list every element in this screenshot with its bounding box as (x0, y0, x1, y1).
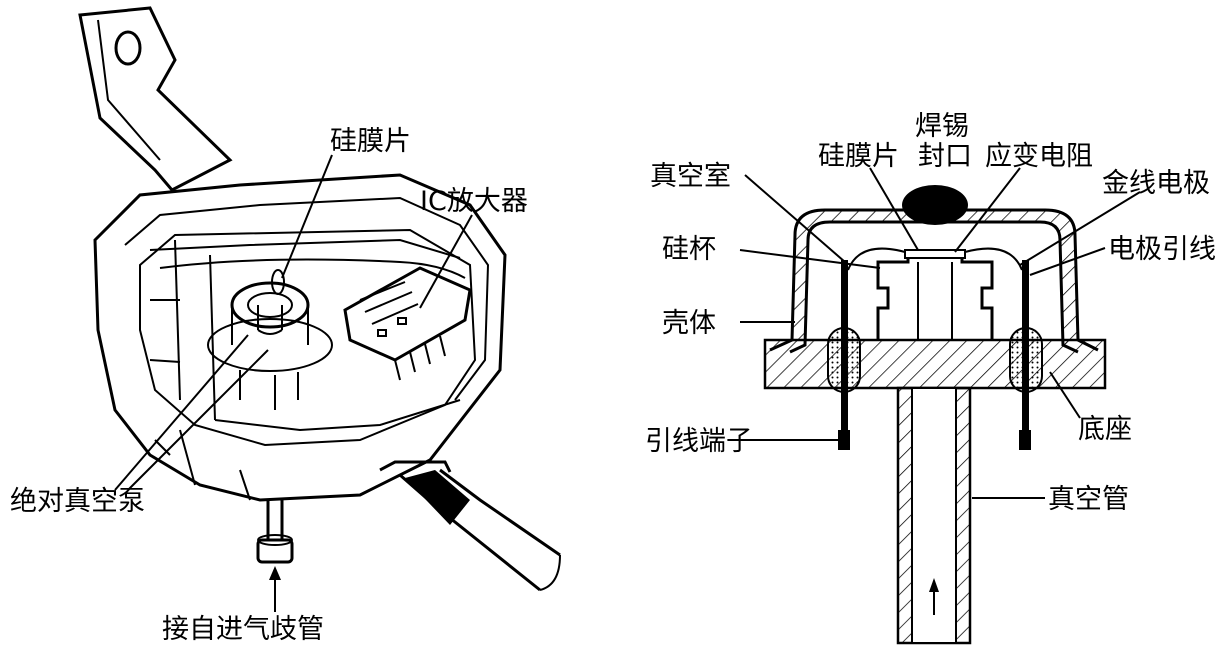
label-housing: 壳体 (662, 308, 716, 339)
label-solder-seal-line1: 焊锡 (915, 111, 969, 142)
map-sensor-illustration (78, 6, 561, 612)
housing-shell (769, 208, 1099, 352)
label-from-intake-manifold: 接自进气歧管 (162, 614, 324, 645)
label-electrode-lead: 电极引线 (1108, 234, 1216, 265)
base-plate (763, 338, 1107, 390)
bracket-hole (114, 30, 142, 66)
gold-wire-right (964, 247, 1023, 271)
label-vacuum-chamber: 真空室 (650, 161, 731, 192)
silicon-cup (876, 253, 994, 340)
label-silicon-cup: 硅杯 (662, 234, 716, 265)
vacuum-pump-top (230, 281, 310, 329)
label-absolute-vacuum-pump: 绝对真空泵 (10, 486, 145, 517)
label-solder-seal-line2: 封口 (918, 141, 972, 172)
label-gold-wire-electrode: 金线电极 (1102, 168, 1210, 199)
label-silicon-diaphragm-right: 硅膜片 (818, 141, 899, 172)
label-silicon-diaphragm-left: 硅膜片 (330, 126, 411, 157)
label-base: 底座 (1078, 414, 1132, 445)
sensor-housing (93, 173, 507, 502)
mounting-bracket (78, 6, 233, 192)
label-lead-terminal: 引线端子 (645, 426, 753, 457)
vacuum-pump-base (207, 318, 333, 372)
sensor-cross-section (739, 167, 1141, 645)
inlet-nipple (266, 500, 284, 540)
label-strain-resistor: 应变电阻 (985, 141, 1093, 172)
solder-seal (902, 185, 968, 225)
ic-amplifier-board (343, 266, 472, 362)
label-vacuum-tube: 真空管 (1048, 484, 1129, 515)
label-ic-amplifier: IC放大器 (420, 186, 528, 217)
